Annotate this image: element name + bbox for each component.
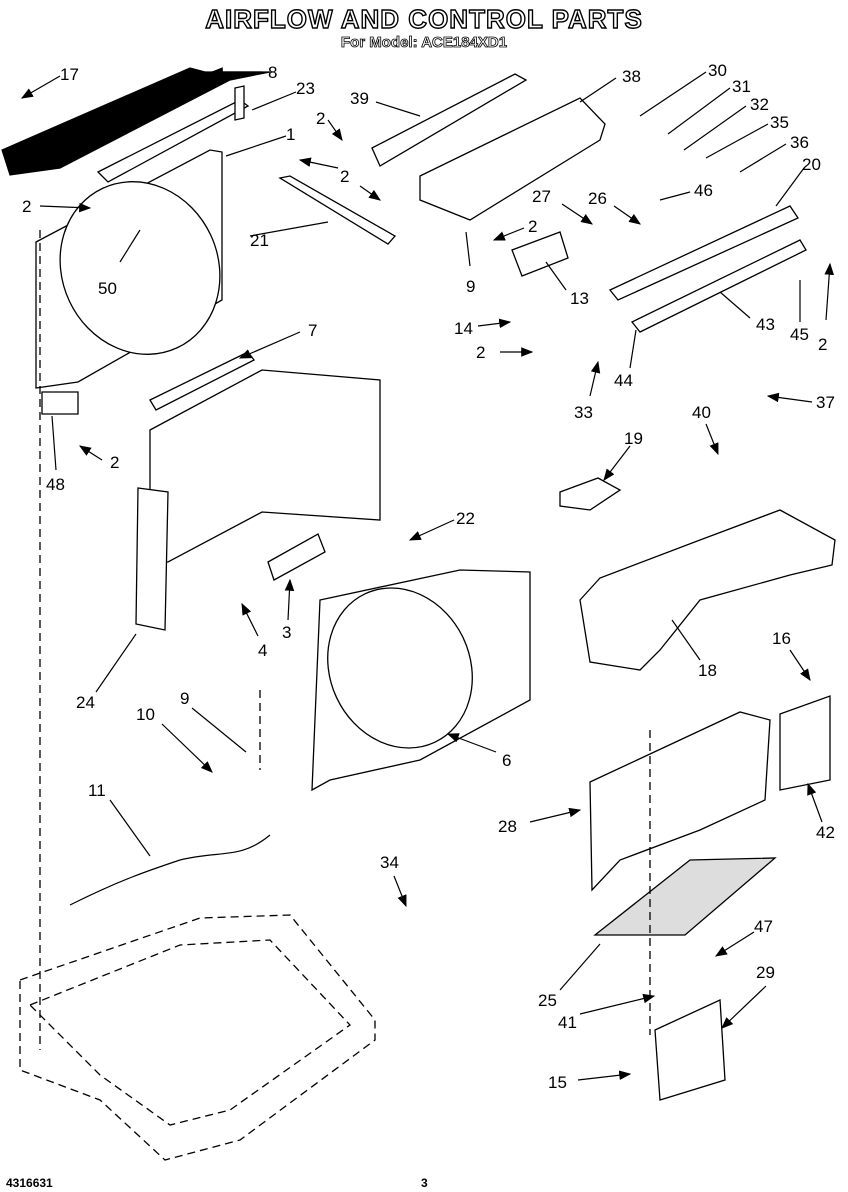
diagram-title: AIRFLOW AND CONTROL PARTS bbox=[204, 3, 643, 34]
filter-25-part bbox=[593, 857, 777, 936]
callout-15: 15 bbox=[548, 1073, 567, 1092]
control-rail-20-part bbox=[608, 205, 799, 301]
cord-11-part bbox=[69, 834, 271, 906]
callout-2c: 2 bbox=[22, 197, 31, 216]
callout-28: 28 bbox=[498, 817, 517, 836]
callout-32: 32 bbox=[750, 95, 769, 114]
callout-2g: 2 bbox=[110, 453, 119, 472]
scroll-ring-part bbox=[327, 587, 473, 749]
callout-16: 16 bbox=[772, 629, 791, 648]
callout-19: 19 bbox=[624, 429, 643, 448]
callout-18: 18 bbox=[698, 661, 717, 680]
callout-27: 27 bbox=[532, 187, 551, 206]
top-rail-part bbox=[1, 67, 271, 176]
callout-labels: 17 8 23 1 2 2 2 21 50 39 38 30 31 32 35 … bbox=[22, 61, 835, 1092]
callout-20: 20 bbox=[802, 155, 821, 174]
callout-44: 44 bbox=[614, 371, 633, 390]
callout-48: 48 bbox=[46, 475, 65, 494]
callout-25: 25 bbox=[538, 991, 557, 1010]
callout-34: 34 bbox=[380, 853, 399, 872]
control-rail-43-part bbox=[630, 239, 807, 333]
callout-41: 41 bbox=[558, 1013, 577, 1032]
callout-42: 42 bbox=[816, 823, 835, 842]
callout-10: 10 bbox=[136, 705, 155, 724]
model-subtitle: For Model: ACE184XD1 bbox=[340, 34, 508, 52]
capacitor-13-part bbox=[511, 231, 569, 277]
channel-39-part bbox=[371, 73, 528, 167]
callout-36: 36 bbox=[790, 133, 809, 152]
bracket-38-part bbox=[419, 97, 606, 221]
callout-8: 8 bbox=[268, 63, 277, 82]
callout-24: 24 bbox=[76, 693, 95, 712]
callout-23: 23 bbox=[296, 79, 315, 98]
callout-31: 31 bbox=[732, 77, 751, 96]
callout-2a: 2 bbox=[316, 109, 325, 128]
callout-13: 13 bbox=[570, 289, 589, 308]
part-28 bbox=[589, 711, 771, 892]
document-number: 4316631 bbox=[6, 1176, 53, 1190]
callout-47: 47 bbox=[754, 917, 773, 936]
callout-39: 39 bbox=[350, 89, 369, 108]
base-pan-inner-part bbox=[28, 939, 351, 1126]
callout-46: 46 bbox=[694, 181, 713, 200]
part-19 bbox=[559, 477, 622, 511]
callout-17: 17 bbox=[60, 65, 79, 84]
clip-48-part bbox=[41, 391, 79, 415]
callout-43: 43 bbox=[756, 315, 775, 334]
callout-38: 38 bbox=[622, 67, 641, 86]
callout-6: 6 bbox=[502, 751, 511, 770]
callout-45: 45 bbox=[790, 325, 809, 344]
callout-35: 35 bbox=[770, 113, 789, 132]
callout-2d: 2 bbox=[528, 217, 537, 236]
callout-21: 21 bbox=[250, 231, 269, 250]
callout-22: 22 bbox=[456, 509, 475, 528]
callout-9b: 9 bbox=[180, 689, 189, 708]
base-pan-part bbox=[19, 914, 376, 1161]
panel-part bbox=[149, 369, 381, 563]
callout-1: 1 bbox=[286, 125, 295, 144]
callout-26: 26 bbox=[588, 189, 607, 208]
callout-2b: 2 bbox=[340, 167, 349, 186]
duct-18-part bbox=[579, 509, 836, 671]
callout-40: 40 bbox=[692, 403, 711, 422]
leader-lines bbox=[20, 67, 835, 1081]
callout-30: 30 bbox=[708, 61, 727, 80]
page-number: 3 bbox=[421, 1176, 428, 1190]
part-42 bbox=[779, 695, 831, 791]
callout-4: 4 bbox=[258, 641, 267, 660]
callout-2f: 2 bbox=[818, 335, 827, 354]
bracket-3-part bbox=[267, 533, 326, 581]
callout-9a: 9 bbox=[466, 277, 475, 296]
callout-2e: 2 bbox=[476, 343, 485, 362]
brace-21-part bbox=[278, 175, 397, 245]
strip-7-part bbox=[149, 351, 255, 411]
heater-29-part bbox=[654, 999, 726, 1101]
shroud-ring-part bbox=[59, 181, 221, 355]
callout-29: 29 bbox=[756, 963, 775, 982]
callout-33: 33 bbox=[574, 403, 593, 422]
callout-37: 37 bbox=[816, 393, 835, 412]
callout-14: 14 bbox=[454, 319, 473, 338]
callout-50: 50 bbox=[98, 279, 117, 298]
callout-7: 7 bbox=[308, 321, 317, 340]
callout-3: 3 bbox=[282, 623, 291, 642]
bracket-part bbox=[234, 85, 245, 121]
callout-11: 11 bbox=[88, 781, 106, 800]
rail-strip-part bbox=[96, 99, 250, 183]
panel-24-part bbox=[135, 487, 169, 631]
part-drawings bbox=[1, 67, 836, 1161]
